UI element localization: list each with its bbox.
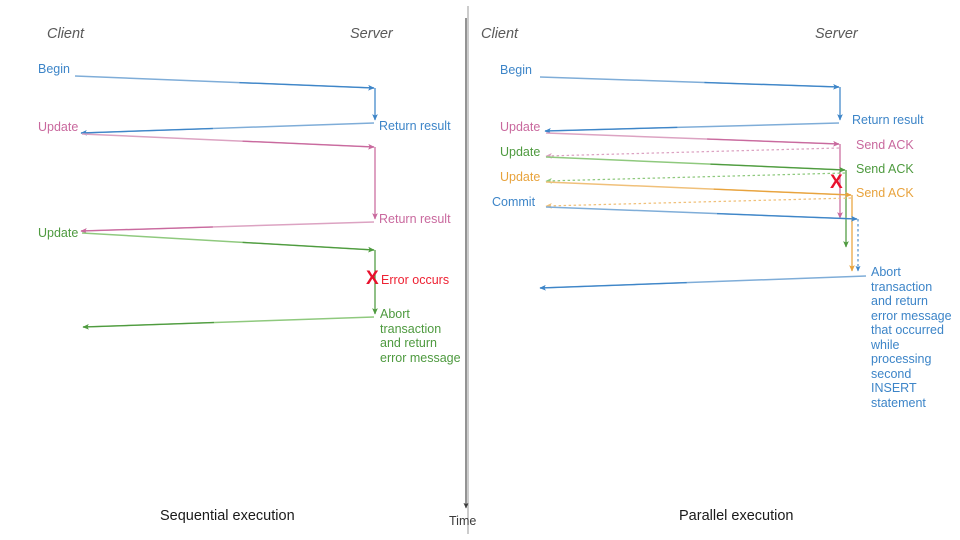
arrow-sequential-begin-request — [239, 81, 375, 91]
lane-header-parallel-client: Client — [481, 26, 519, 42]
note-line-parallel-abort-note: transaction — [871, 279, 933, 294]
message-label-parallel-send-ack-3: Send ACK — [856, 186, 914, 200]
message-label-parallel-update-request-3: Update — [500, 170, 541, 184]
lane-header-parallel-server: Server — [815, 26, 858, 42]
note-line-parallel-abort-note: processing — [871, 352, 932, 366]
time-axis-label: Time — [449, 514, 477, 528]
note-line-parallel-abort-note: statement — [871, 395, 926, 410]
arrow-parallel-update-request-2 — [710, 163, 846, 173]
arrow-parallel-send-ack-1 — [545, 147, 840, 159]
message-label-parallel-send-ack-2: Send ACK — [856, 162, 914, 176]
arrow-sequential-update-request-1 — [242, 140, 375, 150]
panel-caption-sequential: Sequential execution — [160, 508, 295, 524]
arrow-sequential-abort-return — [82, 321, 214, 330]
arrow-parallel-send-ack-3 — [545, 197, 852, 209]
message-label-parallel-commit-request: Commit — [492, 195, 536, 209]
note-line-sequential-abort-note: and return — [380, 336, 437, 350]
arrow-parallel-update-request-1 — [707, 138, 840, 147]
note-line-parallel-abort-note: error message — [871, 308, 952, 323]
arrow-parallel-update-request-3 — [713, 188, 852, 198]
note-line-parallel-abort-note: and return — [871, 294, 928, 308]
message-arrows-group — [74, 75, 867, 330]
arrow-parallel-abort-return — [539, 281, 687, 291]
message-label-sequential-return-result-2: Return result — [379, 212, 451, 226]
arrow-sequential-return-result-1 — [80, 127, 213, 136]
message-label-parallel-update-request-1: Update — [500, 120, 541, 134]
lane-header-sequential-client: Client — [47, 26, 85, 42]
error-text-sequential: Error occurs — [381, 273, 450, 287]
message-label-parallel-return-result: Return result — [852, 113, 924, 127]
message-label-sequential-return-result-1: Return result — [379, 119, 451, 133]
panel-caption-parallel: Parallel execution — [679, 508, 794, 524]
error-x-icon-parallel: X — [830, 172, 843, 193]
error-x-icon-sequential: X — [366, 268, 379, 289]
note-line-parallel-abort-note: that occurred — [871, 323, 944, 337]
message-label-sequential-update-request-1: Update — [38, 120, 79, 134]
arrow-parallel-begin-request — [704, 81, 840, 90]
note-line-sequential-abort-note: transaction — [380, 321, 442, 336]
arrow-sequential-update-request-2 — [242, 241, 375, 253]
message-label-parallel-update-request-2: Update — [500, 145, 541, 159]
arrow-parallel-send-ack-2 — [545, 172, 846, 184]
note-line-parallel-abort-note: while — [871, 337, 900, 352]
message-label-sequential-begin-request: Begin — [38, 62, 70, 76]
message-label-parallel-send-ack-1: Send ACK — [856, 138, 914, 152]
note-line-parallel-abort-note: Abort — [871, 265, 901, 279]
note-line-sequential-abort-note: Abort — [380, 307, 410, 321]
note-line-sequential-abort-note: error message — [380, 350, 461, 365]
note-line-parallel-abort-note: INSERT — [871, 381, 917, 395]
message-label-sequential-update-request-2: Update — [38, 226, 79, 240]
message-label-parallel-begin-request: Begin — [500, 63, 532, 77]
arrow-parallel-commit-request — [717, 212, 858, 222]
lane-header-sequential-server: Server — [350, 26, 393, 42]
note-line-parallel-abort-note: second — [871, 366, 912, 381]
arrow-sequential-return-result-2 — [80, 226, 213, 234]
arrow-parallel-return-result — [544, 126, 678, 134]
